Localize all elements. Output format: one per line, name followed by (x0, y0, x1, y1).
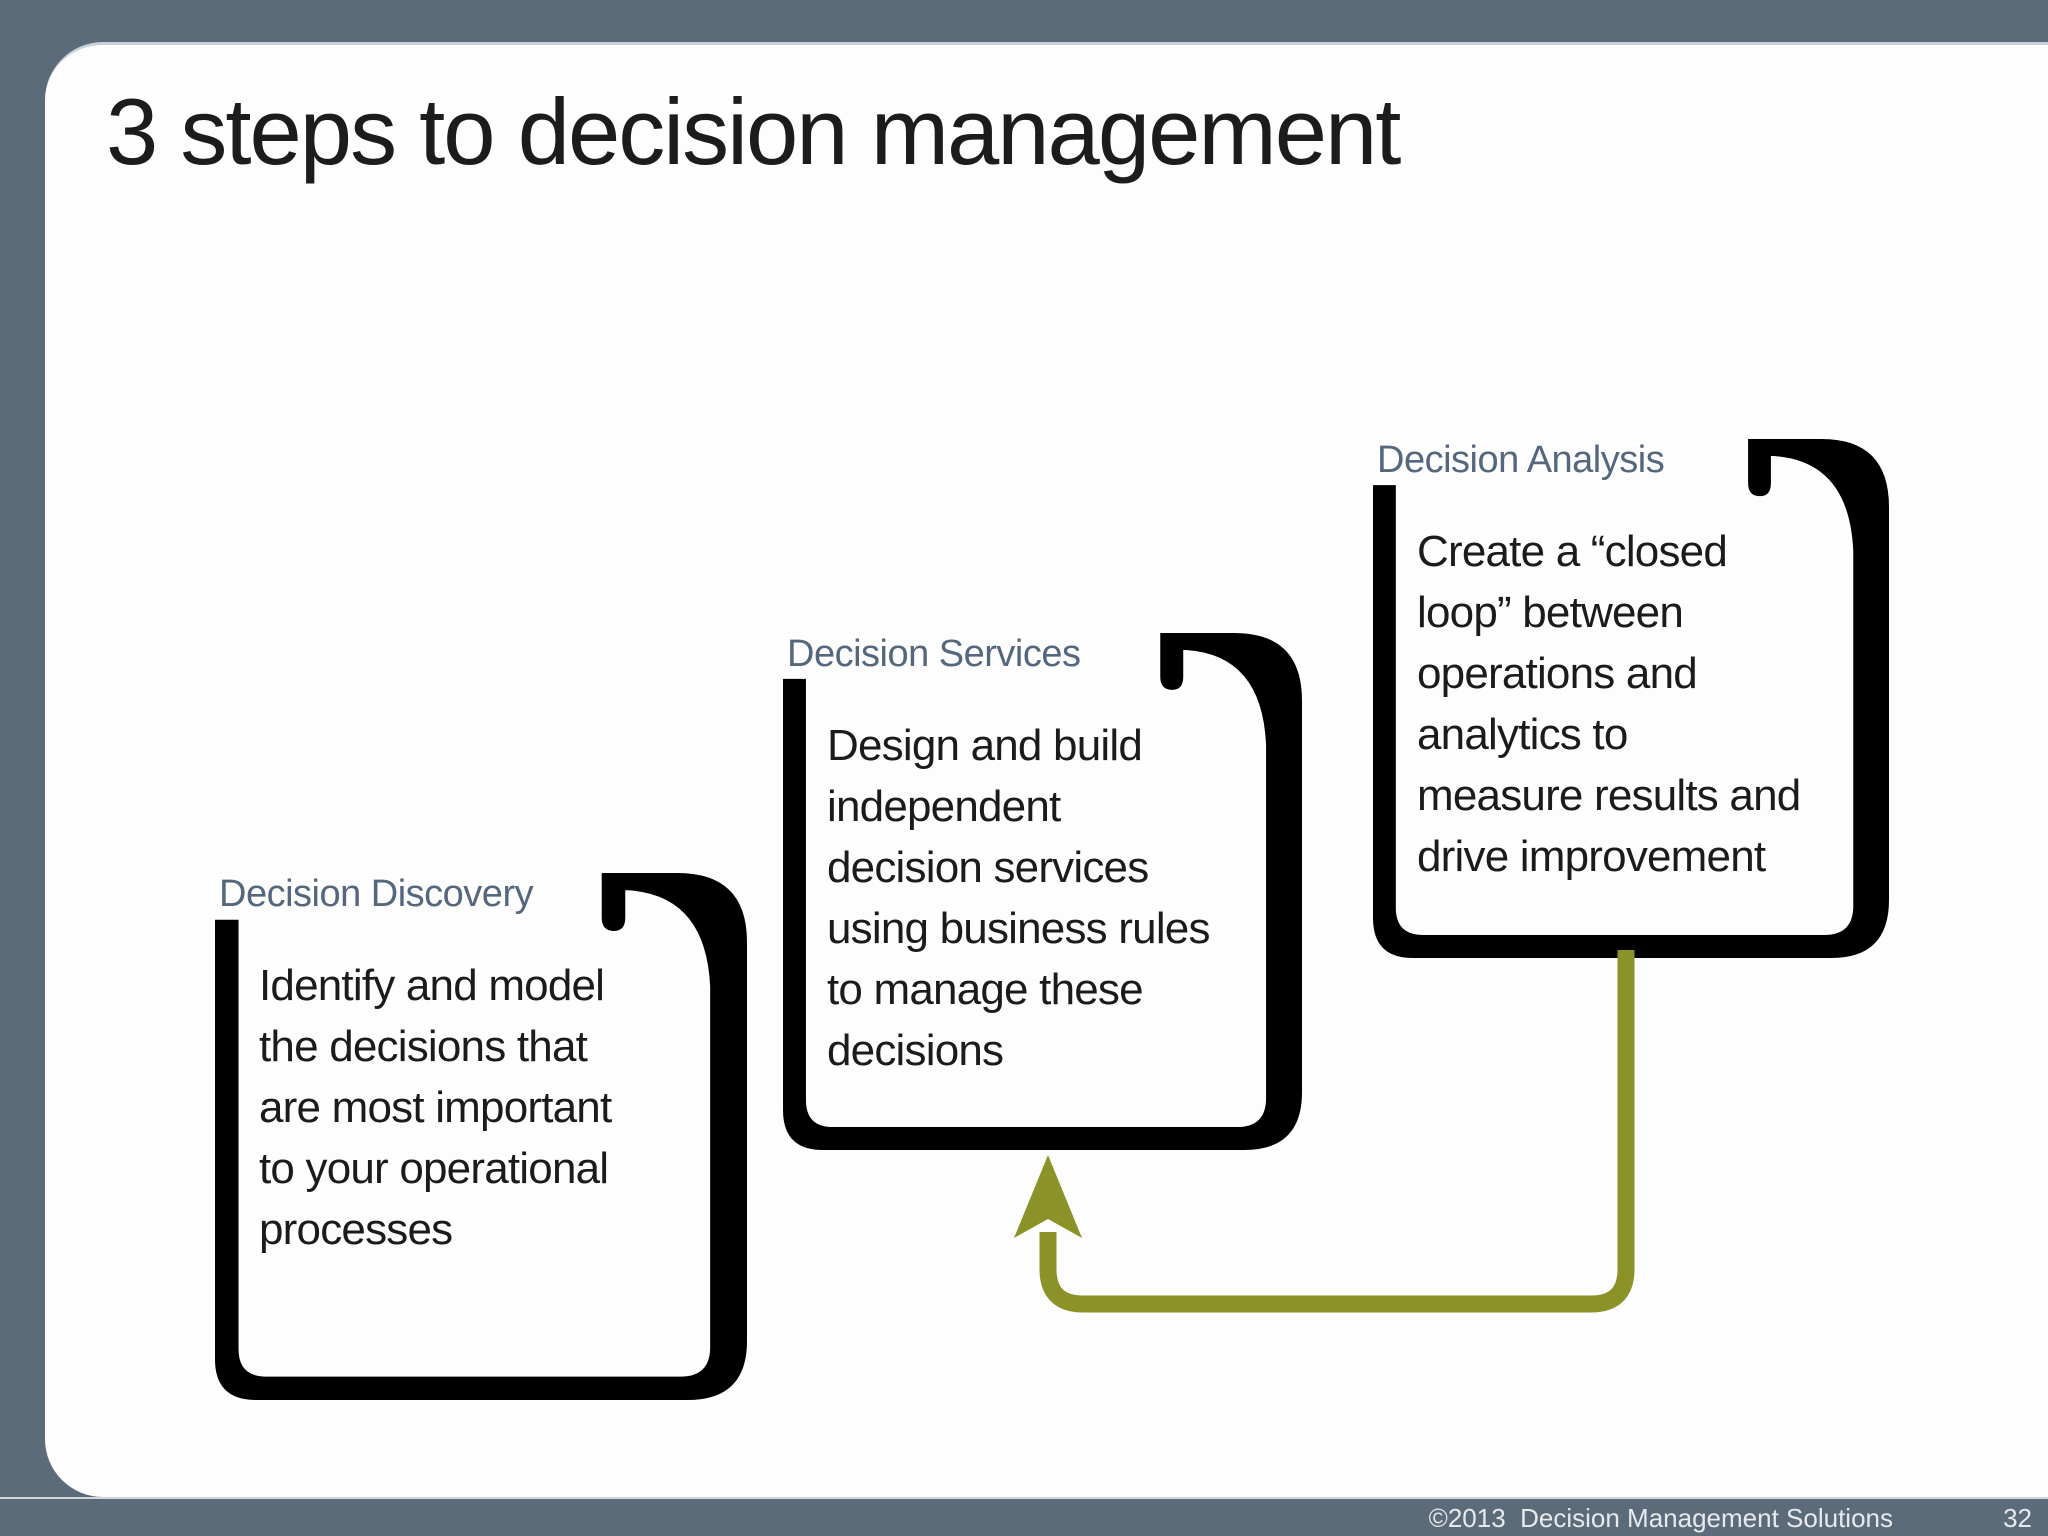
arrow-elbow-line (1039, 950, 1635, 1313)
step-body: Design and build independent decision se… (827, 721, 1210, 1075)
step-body: Identify and model the decisions that ar… (259, 961, 612, 1254)
step-body: Create a “closed loop” between operation… (1417, 527, 1801, 881)
step-heading: Decision Discovery (219, 873, 534, 915)
arrow-head-icon (1014, 1155, 1082, 1238)
step-box-decision-discovery: Decision Discovery Identify and model th… (215, 873, 747, 1400)
footer-copyright: ©2013 Decision Management Solutions (1428, 1503, 1893, 1533)
footer-page-number: 32 (2003, 1503, 2032, 1533)
footer-bar: ©2013 Decision Management Solutions 32 (0, 1497, 2048, 1536)
step-box-decision-analysis: Decision Analysis Create a “closed loop”… (1373, 439, 1889, 958)
step-heading: Decision Services (787, 633, 1081, 675)
step-box-decision-services: Decision Services Design and build indep… (783, 633, 1302, 1150)
step-heading: Decision Analysis (1377, 439, 1665, 481)
feedback-loop-arrow (1014, 950, 1635, 1313)
page-title: 3 steps to decision management (106, 79, 1401, 184)
